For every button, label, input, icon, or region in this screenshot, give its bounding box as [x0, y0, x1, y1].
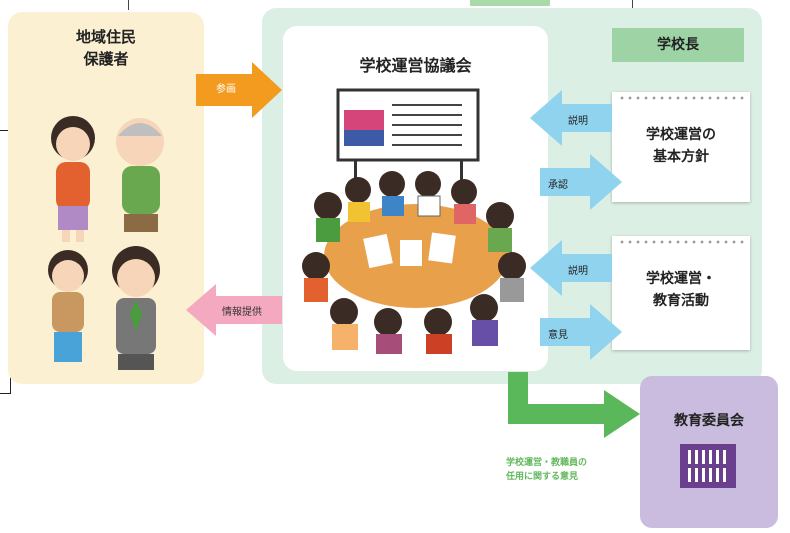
- explain-bottom-arrow: [530, 240, 612, 296]
- appointment-opinion-arrow: [508, 372, 640, 438]
- person-father: [112, 246, 160, 370]
- appointment-opinion-caption: 学校運営・教職員の 任用に関する意見: [506, 456, 636, 484]
- green-tab: [470, 0, 550, 6]
- approve-label: 承認: [548, 180, 568, 191]
- principal-box: 学校長: [612, 28, 744, 62]
- building-icon: [680, 444, 736, 488]
- opinion-label: 意見: [548, 330, 568, 341]
- approve-arrow: [540, 154, 622, 210]
- basic-policy-note: [612, 92, 750, 202]
- residents-title-line2: 保護者: [83, 50, 129, 68]
- council-title: 学校運営協議会: [359, 56, 472, 75]
- person-girl: [48, 250, 88, 362]
- basic-policy-text: 学校運営の 基本方針: [612, 124, 750, 168]
- information-label: 情報提供: [222, 307, 262, 318]
- frame-tick: [128, 0, 129, 10]
- residents-title: 地域住民 保護者: [8, 26, 204, 70]
- residents-illustration: [48, 116, 164, 370]
- school-activities-line2: 教育活動: [653, 293, 709, 309]
- participation-arrow: [196, 62, 282, 118]
- explain-top-label: 説明: [568, 116, 588, 127]
- basic-policy-line1: 学校運営の: [646, 127, 716, 143]
- residents-title-line1: 地域住民: [75, 28, 136, 46]
- residents-panel: [8, 12, 204, 384]
- basic-policy-line2: 基本方針: [653, 149, 709, 165]
- opinion-arrow: [540, 304, 622, 360]
- person-woman-mother: [51, 116, 95, 242]
- participation-label: 参画: [216, 84, 236, 95]
- explain-bottom-label: 説明: [568, 266, 588, 277]
- person-grandfather: [116, 118, 164, 232]
- frame-tick: [632, 0, 633, 10]
- council-members: [302, 171, 526, 354]
- explain-top-arrow: [530, 90, 612, 146]
- school-activities-line1: 学校運営・: [646, 271, 716, 287]
- education-board-title: 教育委員会: [674, 413, 744, 429]
- caption-line2: 任用に関する意見: [506, 472, 579, 482]
- school-activities-note: [612, 236, 750, 350]
- council-meeting-illustration: [302, 88, 526, 354]
- caption-line1: 学校運営・教職員の: [506, 458, 588, 468]
- school-activities-text: 学校運営・ 教育活動: [612, 268, 750, 312]
- information-arrow: [186, 284, 282, 336]
